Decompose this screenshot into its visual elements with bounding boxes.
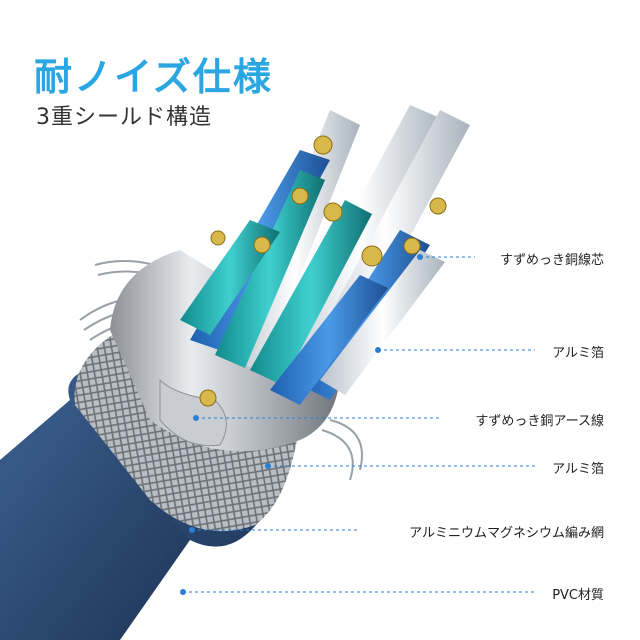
callout-al-mg-braid: アルミニウムマグネシウム編み網 (405, 522, 604, 541)
callout-tinned-copper-earth: すずめっき銅アース線 (471, 410, 604, 429)
callout-aluminum-foil-outer: アルミ箔 (548, 458, 604, 477)
callout-tinned-copper-core: すずめっき銅線芯 (496, 249, 604, 268)
callout-aluminum-foil-inner: アルミ箔 (548, 342, 604, 361)
callout-pvc-jacket: PVC材質 (548, 584, 604, 603)
